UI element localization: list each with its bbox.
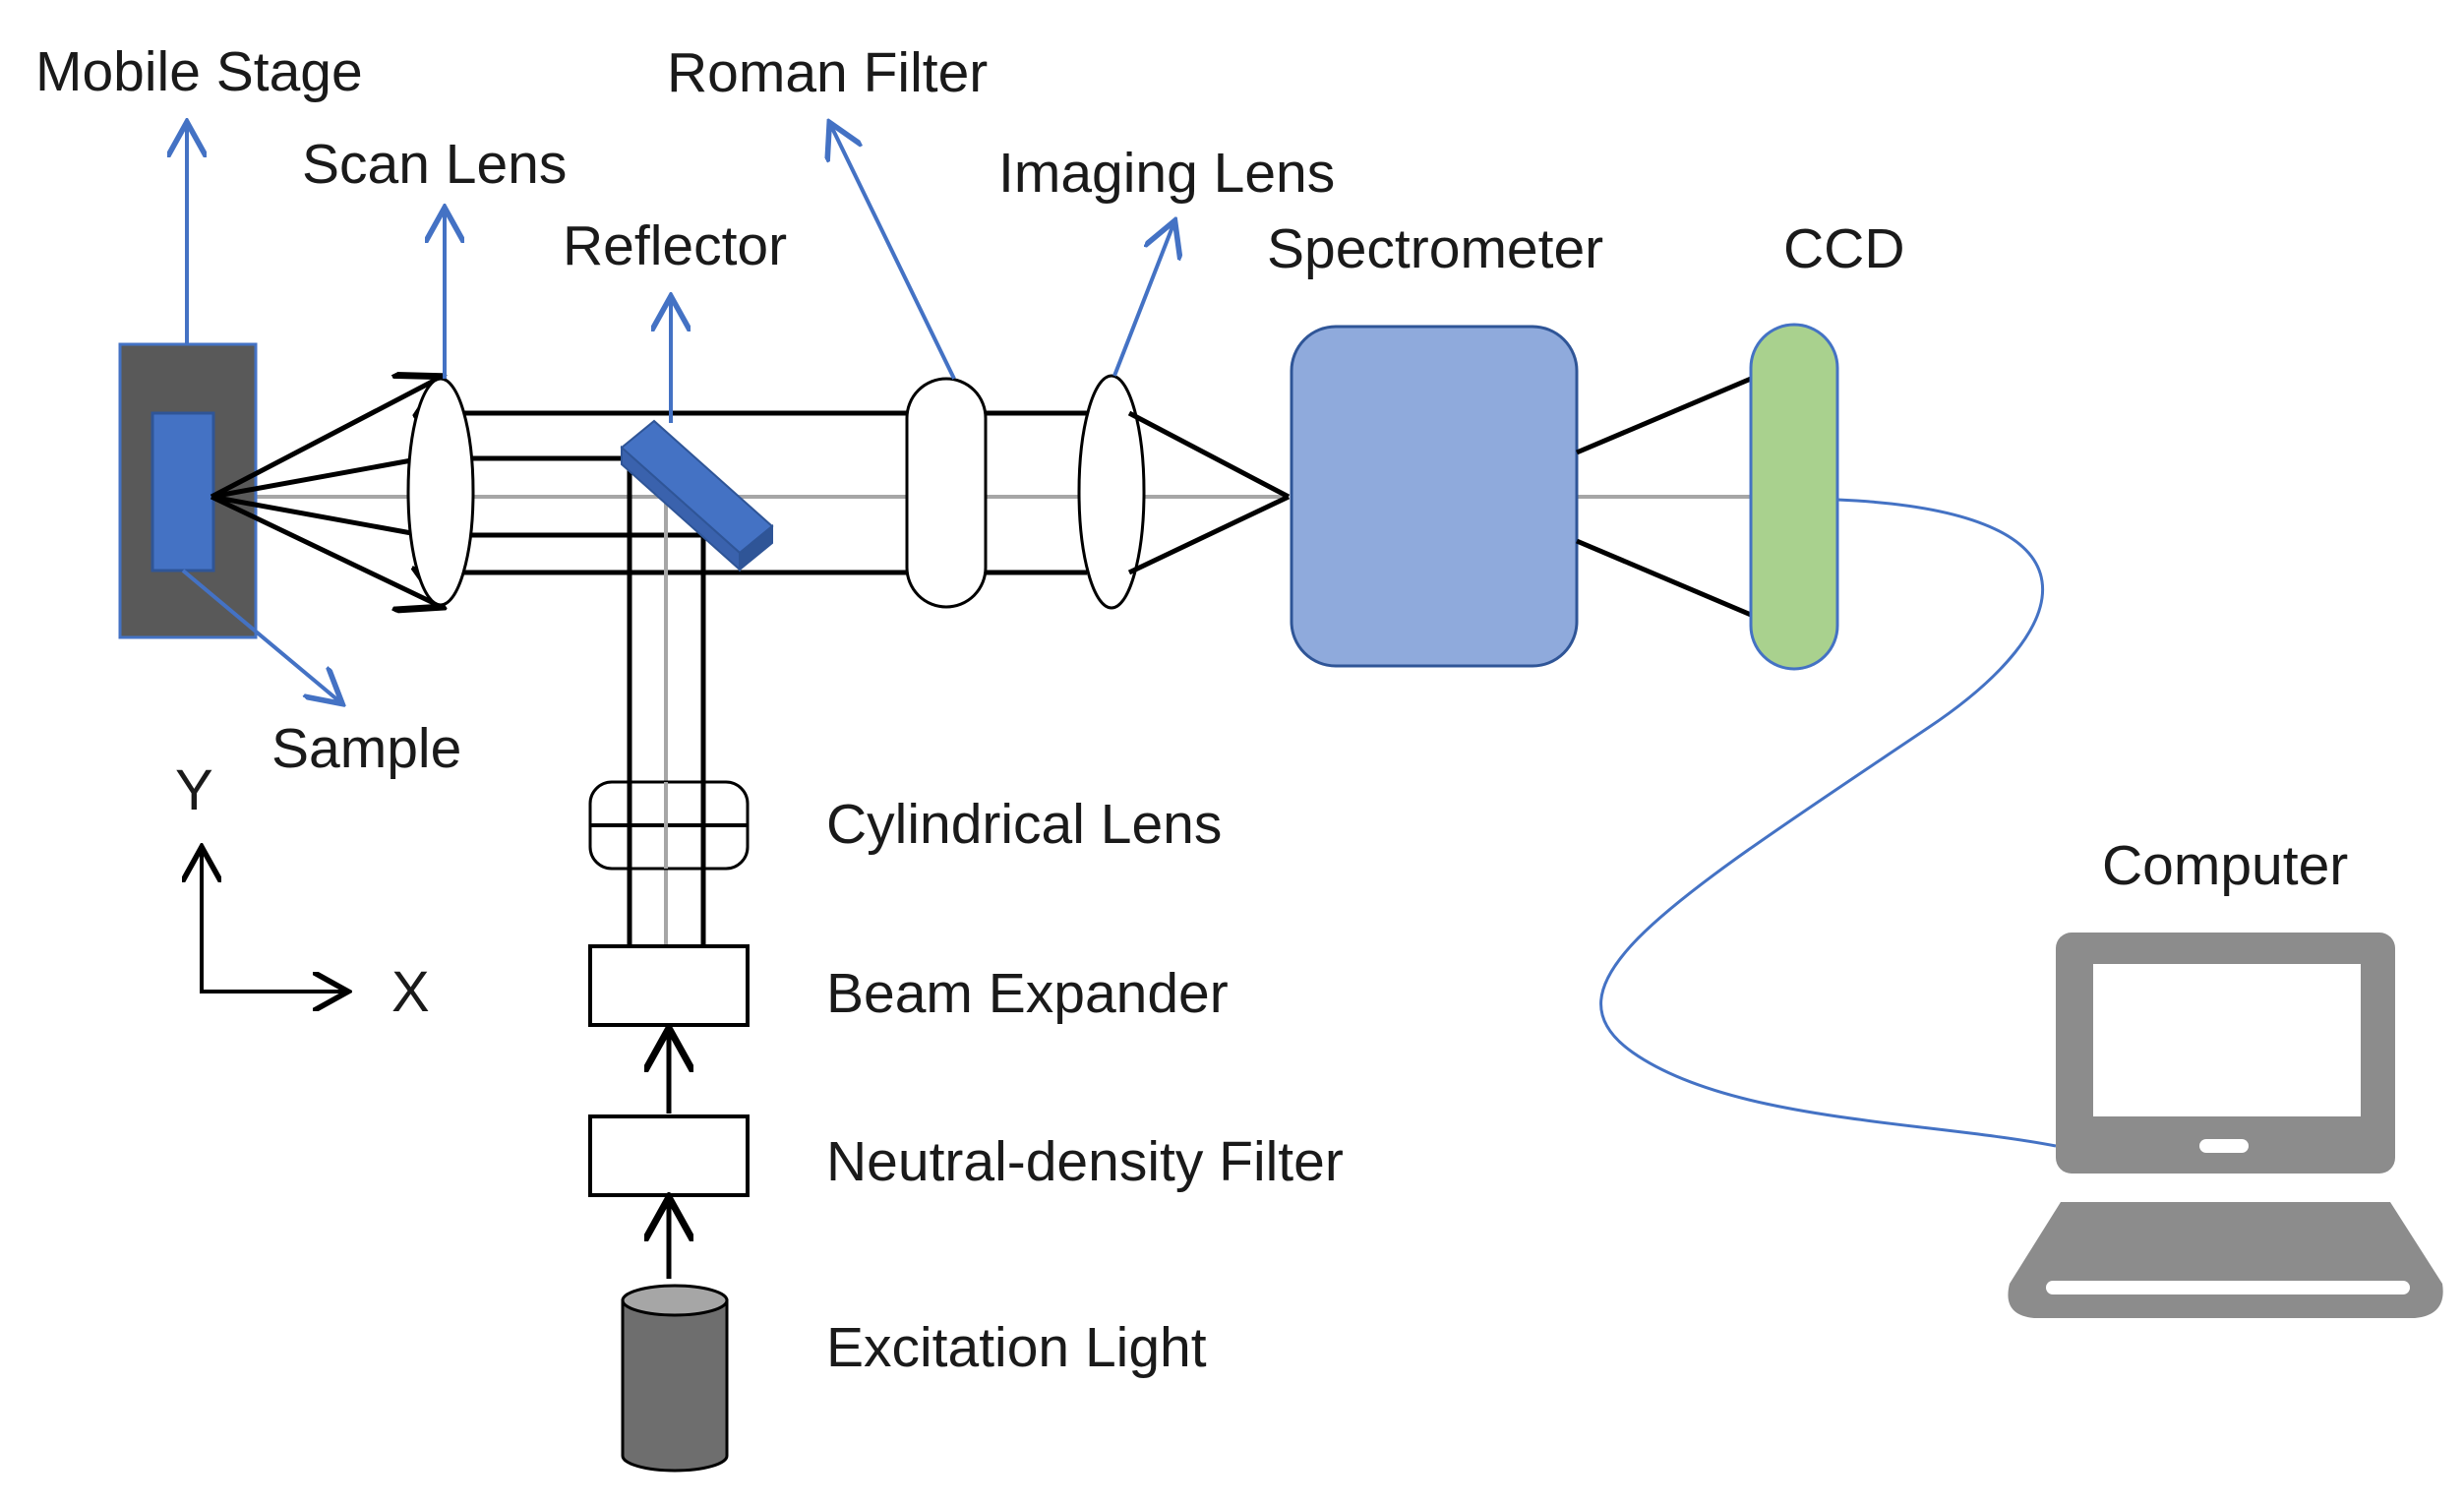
label-sample: Sample [271,717,462,780]
label-reflector: Reflector [563,214,788,277]
cylindrical-lens [588,780,750,871]
coordinate-axes [200,851,344,993]
label-computer: Computer [2102,834,2349,897]
callout-imaging-lens [1112,224,1173,377]
ccd [1749,323,1839,671]
reflector [620,419,774,572]
label-excitation-light: Excitation Light [826,1316,1207,1379]
label-ccd: CCD [1783,217,1905,280]
label-imaging-lens: Imaging Lens [998,142,1336,205]
label-beam-expander: Beam Expander [826,962,1229,1025]
callout-arrows [183,126,1173,701]
scan-lens [406,377,475,607]
label-cylindrical-lens: Cylindrical Lens [826,793,1223,856]
laser-cylinder-icon [621,1284,729,1473]
axis-label-x: X [391,960,430,1024]
label-roman-filter: Roman Filter [667,41,989,104]
imaging-lens [1077,374,1146,610]
callout-sample [181,569,339,701]
nd-filter [588,1114,750,1197]
label-mobile-stage: Mobile Stage [35,40,363,103]
beam-expander [588,944,750,1027]
callout-roman-filter [831,126,956,380]
ccd-cable [1599,498,2057,1148]
ccd-beam [1576,376,1752,618]
label-nd-filter: Neutral-density Filter [826,1130,1344,1193]
roman-filter [905,377,988,609]
label-spectrometer: Spectrometer [1267,217,1604,280]
spectrometer [1290,325,1579,668]
sample [150,411,215,572]
sample-beam-fan [210,379,438,605]
laptop-icon [2008,933,2443,1318]
converging-beam [1127,410,1291,575]
axis-label-y: Y [175,758,213,822]
label-scan-lens: Scan Lens [302,133,568,196]
